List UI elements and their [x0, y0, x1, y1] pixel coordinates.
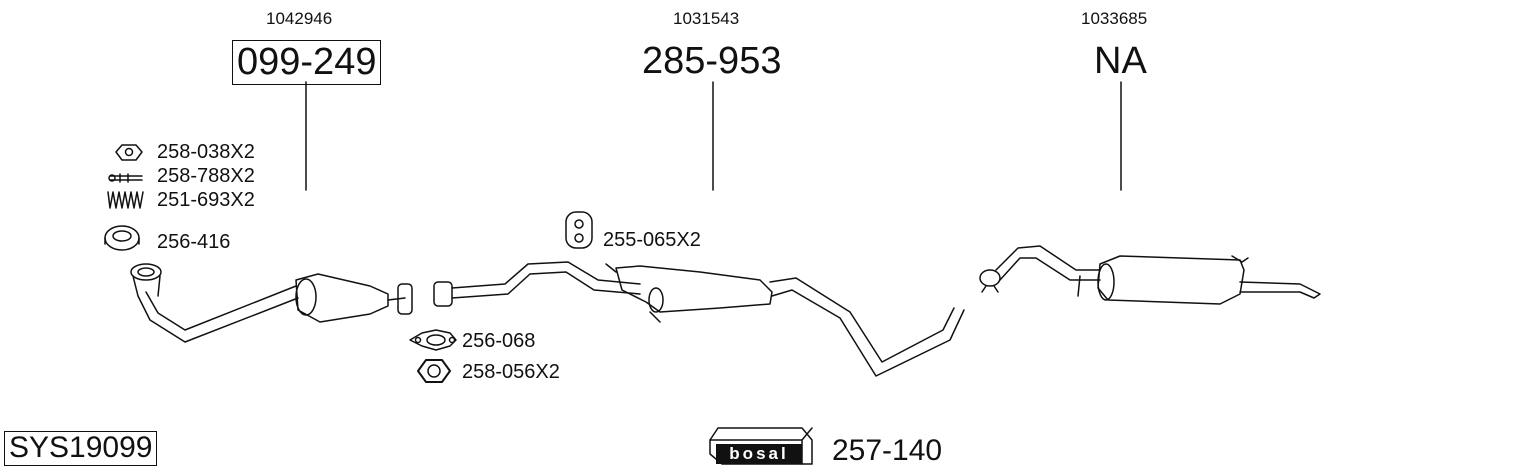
label-spring[interactable]: 251-693X2	[157, 189, 255, 211]
bolt-drawing	[108, 173, 143, 183]
label-nut[interactable]: 258-038X2	[157, 141, 255, 163]
rear-pipe-silencer	[979, 245, 1321, 305]
label-ring[interactable]: 256-416	[157, 231, 231, 253]
part-number-front[interactable]: 099-249	[232, 40, 382, 85]
ref-number-left: 1042946	[266, 9, 333, 28]
front-pipe-catalyst	[130, 263, 413, 343]
ref-number-right: 1033685	[1081, 9, 1148, 28]
label-gasket[interactable]: 256-068	[462, 330, 536, 352]
label-bolt[interactable]: 258-788X2	[157, 165, 255, 187]
ref-number-middle: 1031543	[673, 9, 740, 28]
nut-drawing	[115, 144, 143, 161]
hex-nut-drawing	[417, 359, 451, 383]
middle-pipe-silencer	[433, 261, 965, 377]
bosal-box-drawing	[709, 427, 813, 465]
gasket-drawing	[409, 329, 457, 351]
label-hex-nut[interactable]: 258-056X2	[462, 361, 560, 383]
spring-drawing	[107, 191, 144, 209]
label-hanger[interactable]: 255-065X2	[603, 229, 701, 251]
part-number-middle[interactable]: 285-953	[642, 40, 782, 82]
ring-drawing	[104, 225, 140, 251]
system-code: SYS19099	[4, 431, 158, 466]
kit-number[interactable]: 257-140	[832, 434, 943, 467]
bosal-logo-text: bosal	[716, 444, 802, 464]
part-number-rear[interactable]: NA	[1094, 40, 1147, 82]
hanger-drawing	[565, 211, 593, 249]
